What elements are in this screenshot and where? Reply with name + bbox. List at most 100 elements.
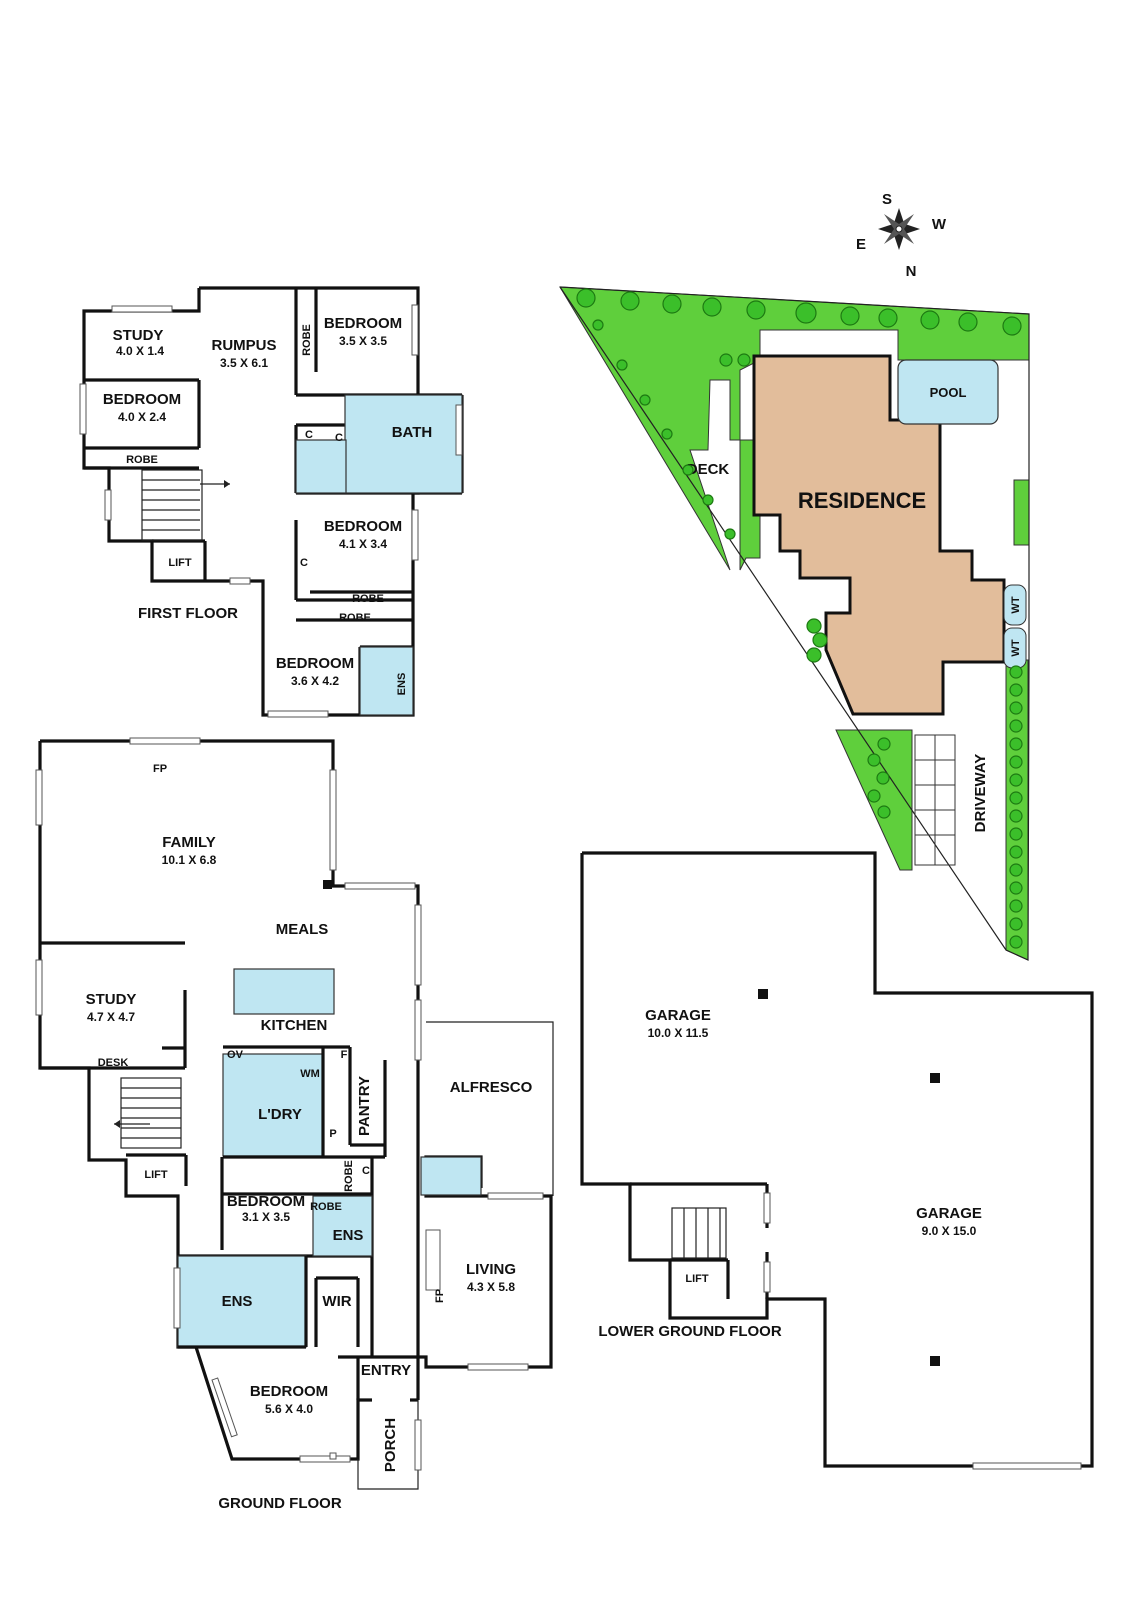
- first-bedroom-a-size: 3.5 X 3.5: [339, 334, 387, 348]
- ground-entry-label: ENTRY: [361, 1362, 411, 1379]
- window: [414, 999, 422, 1061]
- ground-ens-b-label: ENS: [222, 1293, 253, 1310]
- first-bedroom-b-name: BEDROOM: [103, 391, 181, 408]
- ground-robe-small: ROBE: [310, 1201, 342, 1213]
- water-tank-1: [1003, 584, 1027, 626]
- window: [414, 904, 422, 986]
- ground-bedroom-a-size: 3.1 X 3.5: [242, 1210, 290, 1224]
- ground-study-size: 4.7 X 4.7: [87, 1010, 135, 1024]
- window: [267, 710, 329, 718]
- first-study-name: STUDY: [113, 327, 164, 344]
- ground-lift-label: LIFT: [144, 1169, 167, 1181]
- first-floor-title: FIRST FLOOR: [138, 605, 238, 622]
- first-ens-label: ENS: [396, 673, 408, 696]
- window: [411, 304, 419, 356]
- window: [35, 769, 43, 826]
- site-driveway-label: DRIVEWAY: [972, 754, 989, 833]
- column: [930, 1356, 940, 1366]
- post: [329, 1452, 337, 1460]
- window: [173, 1267, 181, 1329]
- window: [79, 383, 87, 435]
- first-robe-a: ROBE: [301, 324, 313, 356]
- compass-e-label: E: [856, 236, 866, 253]
- lower-ground-outline: [580, 851, 1094, 1468]
- window: [455, 404, 463, 456]
- compass-n-label: N: [906, 263, 917, 280]
- first-floor-ens-area: [359, 646, 414, 716]
- ground-laundry-label: L'DRY: [258, 1106, 302, 1123]
- site-residence-label: RESIDENCE: [798, 488, 926, 513]
- ground-pantry-label: PANTRY: [356, 1076, 373, 1136]
- ground-ens-b-area: [177, 1255, 307, 1348]
- lower-garage-b-size: 9.0 X 15.0: [922, 1224, 977, 1238]
- first-bedroom-d-size: 3.6 X 4.2: [291, 674, 339, 688]
- ground-floor-title: GROUND FLOOR: [218, 1495, 341, 1512]
- window: [104, 489, 112, 521]
- window: [487, 1192, 544, 1200]
- first-robe-c: ROBE: [352, 593, 384, 605]
- window: [35, 959, 43, 1016]
- ground-bedroom-b-name: BEDROOM: [250, 1383, 328, 1400]
- window: [211, 1377, 238, 1438]
- ground-kitchen-label: KITCHEN: [261, 1017, 328, 1034]
- column: [930, 1073, 940, 1083]
- site-lawn-right-top: [1013, 479, 1030, 546]
- lower-stairs: [671, 1207, 727, 1259]
- compass-rose-icon: S W E N: [856, 191, 947, 280]
- window: [299, 1455, 351, 1463]
- ground-robe-v: ROBE: [343, 1160, 355, 1192]
- ground-floor-stairs: [114, 1077, 182, 1149]
- window: [763, 1192, 771, 1224]
- window: [411, 509, 419, 561]
- window: [344, 882, 416, 890]
- ground-p-label: P: [329, 1128, 336, 1140]
- site-wt2-label: WT: [1010, 639, 1022, 656]
- driveway-pavers: [914, 734, 956, 866]
- ground-living-name: LIVING: [466, 1261, 516, 1278]
- ground-alfresco-label: ALFRESCO: [450, 1079, 533, 1096]
- ground-living-size: 4.3 X 5.8: [467, 1280, 515, 1294]
- first-lift-label: LIFT: [168, 557, 191, 569]
- ground-floor-plan: FP FAMILY 10.1 X 6.8 MEALS STUDY 4.7 X 4…: [35, 737, 554, 1512]
- ground-wc-area: [420, 1156, 482, 1196]
- lower-garage-b-name: GARAGE: [916, 1205, 982, 1222]
- ground-ov-label: OV: [227, 1049, 244, 1061]
- compass-s-label: S: [882, 191, 892, 208]
- window: [329, 769, 337, 871]
- first-robe-b: ROBE: [126, 454, 158, 466]
- site-lawn-top: [559, 286, 1030, 571]
- window: [467, 1363, 529, 1371]
- first-floor-bath-area: [344, 394, 463, 494]
- post: [323, 880, 332, 889]
- ground-bedroom-b-size: 5.6 X 4.0: [265, 1402, 313, 1416]
- fireplace: [129, 737, 201, 745]
- lower-lift-label: LIFT: [685, 1273, 708, 1285]
- ground-ens-a-area: [312, 1195, 373, 1257]
- first-rumpus-size: 3.5 X 6.1: [220, 356, 268, 370]
- lower-garage-a-size: 10.0 X 11.5: [648, 1026, 709, 1040]
- ground-c-label: C: [362, 1165, 370, 1177]
- site-plan: RESIDENCE POOL DECK WT WT DRIVEWAY: [559, 286, 1030, 961]
- column: [758, 989, 768, 999]
- first-bedroom-d-name: BEDROOM: [276, 655, 354, 672]
- fireplace-living: [425, 1229, 441, 1291]
- site-deck-label: DECK: [687, 461, 730, 478]
- first-floor-wc-area: [295, 439, 347, 494]
- first-c2-label: C: [335, 432, 343, 444]
- ground-fp-top: FP: [153, 763, 167, 775]
- first-c3-label: C: [300, 557, 308, 569]
- ground-desk-label: DESK: [98, 1057, 129, 1069]
- ground-family-size: 10.1 X 6.8: [162, 853, 217, 867]
- ground-study-name: STUDY: [86, 991, 137, 1008]
- first-bedroom-c-size: 4.1 X 3.4: [339, 537, 387, 551]
- lower-ground-title: LOWER GROUND FLOOR: [598, 1323, 781, 1340]
- ground-bedroom-a-name: BEDROOM: [227, 1193, 305, 1210]
- first-rumpus-name: RUMPUS: [211, 337, 276, 354]
- ground-wir-label: WIR: [322, 1293, 351, 1310]
- compass-w-label: W: [932, 216, 947, 233]
- ground-meals-label: MEALS: [276, 921, 329, 938]
- first-robe-d: ROBE: [339, 612, 371, 624]
- ground-f-label: F: [341, 1049, 348, 1061]
- first-floor-plan: STUDY 4.0 X 1.4 RUMPUS 3.5 X 6.1 ROBE BE…: [79, 286, 464, 718]
